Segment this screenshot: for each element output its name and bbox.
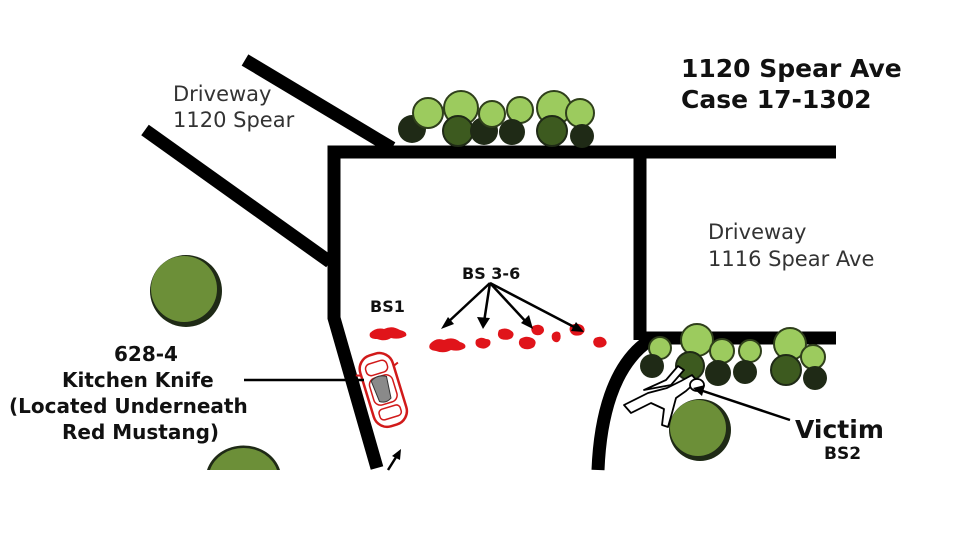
shrub-row-right [640,323,827,390]
driveway-1116-curve [591,334,654,471]
shrub-row-top [398,90,595,148]
shrub-icon [565,98,595,148]
evidence-item: Kitchen Knife [62,368,214,392]
victim-pointer-line [699,388,791,422]
tree-icon [150,255,222,327]
arrowhead-icon [392,449,401,460]
blood-stain-bs1 [369,327,407,341]
blood-stain-icon [531,324,544,336]
arrowhead-icon [441,317,454,329]
evidence-note-line1: (Located Underneath [9,394,248,418]
blood-stain-icon [518,336,536,350]
shrub-icon [800,344,827,390]
shrub-icon [499,96,534,145]
bs3-6-arrows [445,281,579,331]
shrub-icon [770,327,807,386]
evidence-id: 628-4 [114,342,178,366]
driveway-1120-lower-edge [141,124,334,268]
driveway-1116-address: 1116 Spear Ave [708,247,875,271]
address-title: 1120 Spear Ave [681,54,902,83]
blood-stain-icon [429,338,466,353]
blood-stain-icon [497,328,514,340]
shrub-icon [675,323,714,381]
driveway-1120-address: 1120 Spear [173,108,295,132]
bs2-label: BS2 [824,444,862,464]
blood-stain-icon [593,336,607,348]
tree-icon [669,399,731,461]
blood-stains [369,323,607,353]
arrowhead-icon [693,385,705,396]
case-number: Case 17-1302 [681,85,872,114]
driveway-1120-upper-edge [241,54,396,154]
evidence-note-line2: Red Mustang) [62,420,220,444]
arrowhead-icon [521,315,533,329]
driveway-1116-label: Driveway [708,220,807,244]
shrub-icon [470,100,506,145]
shrub-icon [733,339,762,384]
victim-label: Victim [795,415,884,444]
shrub-icon [442,90,479,147]
blood-stain-icon [551,331,561,343]
shrub-icon [536,90,572,147]
road-lines [141,54,836,471]
arrowhead-icon [571,322,584,332]
driveway-1120-label: Driveway [173,82,272,106]
bs3-6-label: BS 3-6 [462,264,521,283]
shrub-icon [398,97,444,143]
lot-boundary [327,145,836,470]
tree-icon [207,445,280,470]
shrub-icon [640,336,672,378]
arrowhead-icon [477,317,490,329]
bs1-label: BS1 [370,297,405,316]
shrub-icon [705,338,735,386]
blood-stain-icon [475,337,491,349]
red-car-icon [355,351,409,429]
